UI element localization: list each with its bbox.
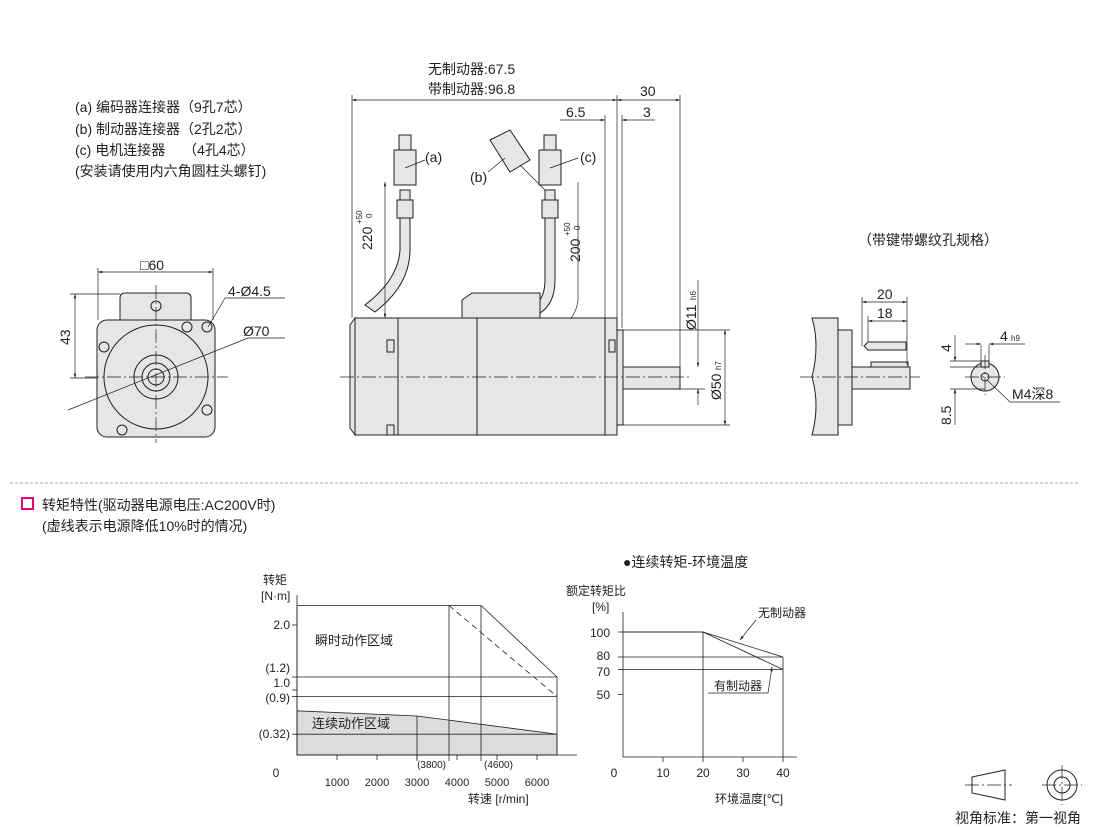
label-c: (c) <box>580 149 596 165</box>
dim-pilot-fit: h7 <box>714 361 723 370</box>
note-install: (安装请使用内六角圆柱头螺钉) <box>75 163 266 179</box>
legend-brake: 有制动器 <box>714 679 762 693</box>
section-marker-icon <box>21 497 34 510</box>
dim-key-width: 4 <box>1000 328 1008 344</box>
torque-speed-chart: (3800) (4600) 1000 2000 3000 4000 5000 6000 0 2.0… <box>259 572 577 806</box>
dim-key-h: 4 <box>938 344 954 352</box>
x-tick-label: 3000 <box>405 777 429 789</box>
dim-8-5: 8.5 <box>938 405 954 425</box>
cable-c-tol-low: 0 <box>573 225 582 230</box>
y-axis-unit: [%] <box>592 600 609 614</box>
dim-pilot-dia: Ø50 <box>708 373 724 400</box>
label-b: (b) <box>470 169 487 185</box>
x-tick-label: 2000 <box>365 777 389 789</box>
dim-holes: 4-Ø4.5 <box>228 283 271 299</box>
cable-a-tol-low: 0 <box>365 213 374 218</box>
dim-6-5: 6.5 <box>566 104 586 120</box>
continuous-region-label: 连续动作区域 <box>312 716 390 731</box>
x-tick-label: 5000 <box>485 777 509 789</box>
cable-c-length: 200 <box>567 238 583 262</box>
dim-3: 3 <box>643 104 651 120</box>
front-view: □60 43 4-Ø4.5 Ø70 <box>57 257 285 443</box>
y-tick-label: 50 <box>597 688 611 702</box>
section-title: 转矩特性(驱动器电源电压:AC200V时) <box>42 497 275 513</box>
speed-marker-label: (4600) <box>484 760 513 771</box>
dim-pcd: Ø70 <box>243 323 270 339</box>
key-view-title: （带键带螺纹孔规格） <box>858 232 998 248</box>
y-tick-label: (0.9) <box>265 691 290 705</box>
y-tick-label: (0.32) <box>259 727 290 741</box>
y-axis-label: 转矩 <box>263 572 287 587</box>
series-line <box>623 631 784 670</box>
projection-cone-icon <box>971 769 1006 801</box>
dim-len-brake: 带制动器:96.8 <box>428 81 515 97</box>
chart-title: ●连续转矩-环境温度 <box>623 554 748 570</box>
dim-len-no-brake: 无制动器:67.5 <box>428 61 515 77</box>
note-a: (a) 编码器连接器（9孔7芯） <box>75 99 252 115</box>
x-axis-label: 转速 [r/min] <box>468 791 529 806</box>
note-b: (b) 制动器连接器（2孔2芯） <box>75 121 252 137</box>
x-tick-label: 20 <box>696 766 710 780</box>
x-axis-label: 环境温度[℃] <box>715 791 783 806</box>
dim-43: 43 <box>57 329 73 345</box>
dim-20: 20 <box>877 286 893 302</box>
dim-18: 18 <box>877 305 893 321</box>
projection-label: 视角标准：第一视角 <box>955 810 1081 826</box>
dim-shaft-fit: h6 <box>689 291 698 300</box>
dim-30: 30 <box>640 83 656 99</box>
label-a: (a) <box>425 149 442 165</box>
x-tick-label: 0 <box>611 766 618 780</box>
x-tick-label: 40 <box>776 766 790 780</box>
y-axis-unit: [N·m] <box>261 589 290 603</box>
x-tick-label: 4000 <box>445 777 469 789</box>
cable-a-tol-up: +50 <box>355 210 364 224</box>
dim-square: □60 <box>140 257 164 273</box>
x-tick-label: 30 <box>736 766 750 780</box>
y-tick-label: 1.0 <box>273 676 290 690</box>
key-view: （带键带螺纹孔规格） 20 18 4 h9 4 8.5 M4深8 <box>800 232 1060 436</box>
x-tick-label: 10 <box>656 766 670 780</box>
dim-key-fit: h9 <box>1011 334 1020 343</box>
x-tick-label: 6000 <box>525 777 549 789</box>
cable-c-tol-up: +50 <box>563 222 572 236</box>
thread-label: M4深8 <box>1012 386 1053 402</box>
y-tick-label: 2.0 <box>273 618 290 632</box>
projection-symbol: 视角标准：第一视角 <box>955 765 1082 826</box>
y-tick-label: 70 <box>597 665 611 679</box>
x-tick-label: 1000 <box>325 777 349 789</box>
instant-region-label: 瞬时动作区域 <box>315 633 393 648</box>
connector-notes: (a) 编码器连接器（9孔7芯） (b) 制动器连接器（2孔2芯） (c) 电机… <box>75 99 266 179</box>
y-tick-label: 80 <box>597 649 611 663</box>
origin-label: 0 <box>273 766 280 780</box>
dashed-line <box>448 605 558 697</box>
legend-no-brake-pointer <box>739 619 757 641</box>
y-tick-label: (1.2) <box>265 661 290 675</box>
speed-marker-label: (3800) <box>417 760 446 771</box>
dim-shaft-dia: Ø11 <box>683 304 699 330</box>
legend-no-brake: 无制动器 <box>758 606 806 620</box>
section-subtitle: (虚线表示电源降低10%时的情况) <box>42 518 247 534</box>
y-tick-label: 100 <box>590 626 610 640</box>
note-c: (c) 电机连接器 （4孔4芯） <box>75 142 255 158</box>
cable-a-length: 220 <box>359 226 375 250</box>
side-view: 无制动器:67.5 带制动器:96.8 30 6.5 3 (a) 220 +50… <box>340 61 730 437</box>
y-axis-label: 额定转矩比 <box>566 583 626 598</box>
legend-brake-pointer <box>708 666 773 694</box>
